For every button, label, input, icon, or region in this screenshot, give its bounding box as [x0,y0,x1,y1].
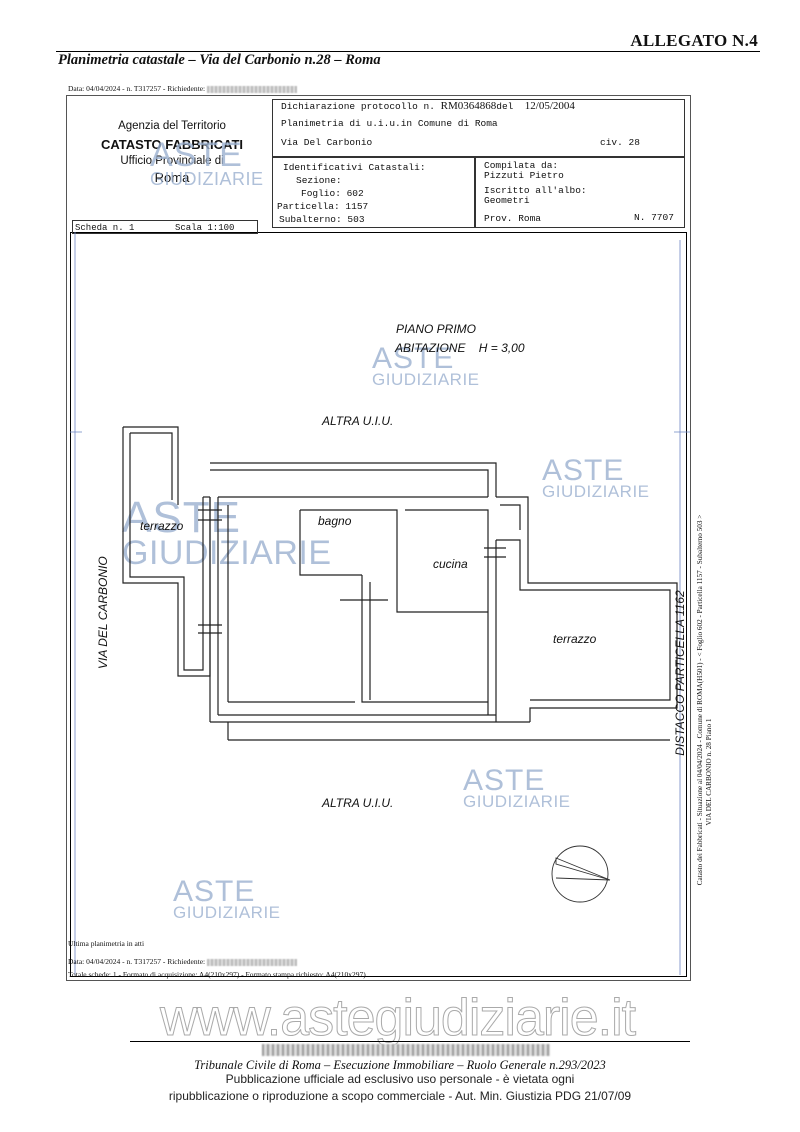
bottom-data-line: Data: 04/04/2024 - n. T317257 - Richiede… [68,957,298,966]
totale-schede: Totale schede: 1 - Formato di acquisizio… [68,970,366,979]
top-data-line: Data: 04/04/2024 - n. T317257 - Richiede… [68,84,298,93]
altra-uiu-top: ALTRA U.I.U. [322,414,394,428]
top-rule [56,51,760,52]
room-bagno: bagno [318,514,352,528]
compilata-label: Compilata da: [484,160,559,171]
side-text-line1: Catasto dei Fabbricati - Situazione al 0… [696,514,704,886]
compilata-nome: Pizzuti Pietro [484,170,564,181]
civ-line: civ. 28 [600,137,640,148]
page-title: Planimetria catastale – Via del Carbonio… [58,52,381,68]
altra-uiu-bottom: ALTRA U.I.U. [322,796,394,810]
iscritto-label: Iscritto all'albo: [484,185,587,196]
subalterno-value: Subalterno: 503 [279,214,365,225]
scheda-box [72,220,258,234]
identificativi-label: Identificativi Catastali: [283,162,426,173]
room-terrazzo-left: terrazzo [140,519,184,533]
agency-line4: Roma [154,170,190,185]
numero-value: N. 7707 [634,212,674,223]
ultima-planimetria: Ultima planimetria in atti [68,939,145,948]
piano-label: PIANO PRIMO [396,322,477,336]
footer-tribunale: Tribunale Civile di Roma – Esecuzione Im… [194,1058,606,1072]
redacted-name [207,958,298,966]
form-box-top [272,99,685,157]
agency-line1: Agenzia del Territorio [118,120,226,132]
abitazione-label: ABITAZIONE H = 3,00 [395,341,525,355]
redacted-name [207,85,298,93]
dichiarazione: Dichiarazione protocollo n. RM0364868del… [281,100,575,112]
website-watermark: www.astegiudiziarie.it [159,989,636,1048]
compass-icon [551,845,611,903]
form-box-identificativi [272,157,475,228]
redacted-stamp [262,1044,550,1056]
street-label: VIA DEL CARBONIO [96,556,110,669]
sezione-label: Sezione: [296,175,342,186]
scheda-label: Scheda n. 1 [75,223,135,233]
particella-value: Particella: 1157 [277,201,369,212]
form-box-compilata [475,157,685,228]
distacco-label: DISTACCO PARTICELLA 1162 [673,590,687,756]
side-text-line2: VIA DEL CARBONIO n. 28 Piano 1 [705,718,713,826]
room-terrazzo-right: terrazzo [553,632,597,646]
via-line: Via Del Carbonio [281,137,373,148]
scala-label: Scala 1:100 [175,223,235,233]
plan-frame [70,232,687,977]
iscritto-value: Geometri [484,195,530,206]
foglio-value: Foglio: 602 [301,188,364,199]
prov-value: Prov. Roma [484,213,542,224]
allegato-label: ALLEGATO N.4 [630,31,758,50]
document-frame [66,95,691,981]
agency-line3: Ufficio Provinciale di [120,155,224,167]
planimetria-line: Planimetria di u.i.u.in Comune di Roma [281,118,498,129]
footer-ripubblicazione: ripubblicazione o riproduzione a scopo c… [168,1089,632,1103]
agency-line2: CATASTO FABBRICATI [100,137,244,152]
footer-rule [130,1041,690,1042]
footer-pubblicazione: Pubblicazione ufficiale ad esclusivo uso… [225,1072,575,1086]
room-cucina: cucina [433,557,468,571]
